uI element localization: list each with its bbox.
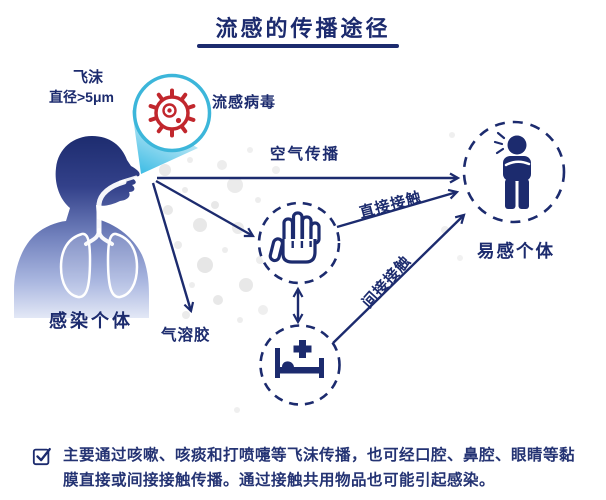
infected-person-silhouette <box>14 136 149 318</box>
footnote-text: 主要通过咳嗽、咳痰和打喷嚏等飞沫传播，也可经口腔、鼻腔、眼睛等黏膜直接或间接接触… <box>63 447 576 490</box>
coughing-person-icon <box>493 131 531 209</box>
footnote: 主要通过咳嗽、咳痰和打喷嚏等飞沫传播，也可经口腔、鼻腔、眼睛等黏膜直接或间接接触… <box>32 443 580 493</box>
susceptible-person-node <box>462 120 566 224</box>
indirect-contact-edge-label: 间接接触 <box>359 252 415 312</box>
virus-icon <box>148 88 196 138</box>
arrow-aerosol <box>151 182 195 314</box>
susceptible-person-label: 易感个体 <box>477 241 555 261</box>
hand-node <box>257 201 341 285</box>
title-underline <box>197 44 399 48</box>
aerosol-edge-label: 气溶胶 <box>161 327 211 344</box>
checked-checkbox-icon <box>32 448 51 466</box>
droplet-size-label: 直径>5μm <box>49 89 114 105</box>
arrow-to-hand <box>155 179 255 238</box>
airborne-edge-label: 空气传播 <box>270 146 341 163</box>
virus-node <box>132 73 212 153</box>
hand-icon <box>268 211 321 264</box>
infected-person-label: 感染个体 <box>49 311 133 331</box>
droplet-label: 飞沫 <box>73 69 104 86</box>
bed-node <box>259 324 341 406</box>
hospital-bed-icon <box>275 340 324 378</box>
virus-label: 流感病毒 <box>212 94 277 111</box>
page-title: 流感的传播途径 <box>215 16 391 41</box>
direct-contact-edge-label: 直接接触 <box>357 188 424 222</box>
